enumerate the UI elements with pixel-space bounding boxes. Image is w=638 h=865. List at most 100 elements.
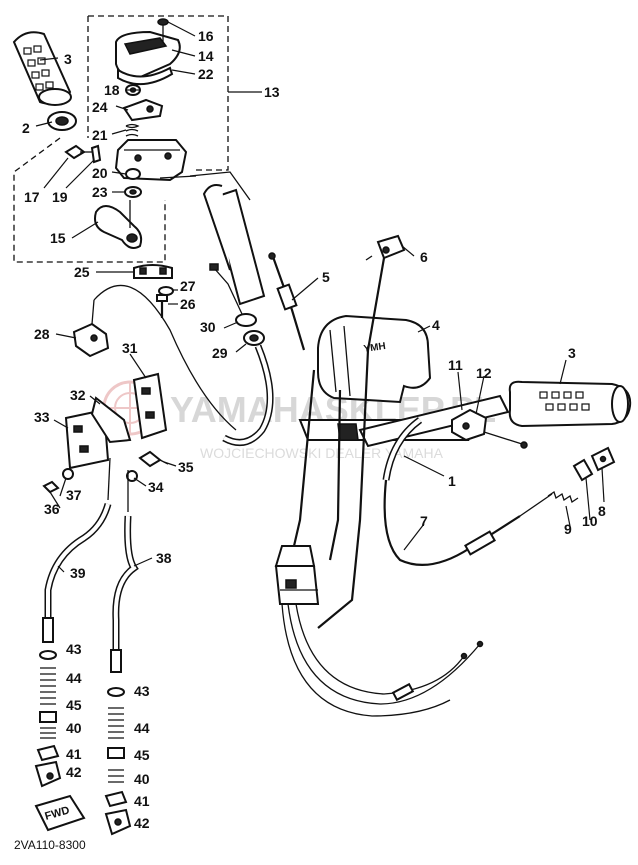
callout-11: 11 [448, 357, 463, 373]
washer-27 [158, 286, 174, 296]
callout-45-right: 45 [134, 747, 150, 763]
clamp-25 [133, 264, 173, 279]
callout-3-right: 3 [568, 345, 576, 361]
wire-28 [93, 284, 237, 431]
callout-25: 25 [74, 264, 90, 280]
bracket-32 [90, 396, 132, 444]
callout-19: 19 [52, 189, 68, 205]
callout-35: 35 [178, 459, 194, 475]
plate-33 [64, 408, 110, 470]
adjuster-29 [243, 330, 265, 346]
callout-4: 4 [432, 317, 440, 333]
cable-39 [42, 457, 112, 643]
throttle-housing [451, 408, 528, 449]
callout-29: 29 [212, 345, 228, 361]
nut-20 [125, 168, 141, 180]
callout-26: 26 [180, 296, 196, 312]
left-stack [34, 650, 62, 788]
callout-30: 30 [200, 319, 216, 335]
callout-32: 32 [70, 387, 86, 403]
callout-44-right: 44 [134, 720, 150, 736]
cap-8 [590, 446, 616, 472]
leader-lines [35, 21, 605, 573]
grip-collar [47, 111, 77, 131]
callout-1: 1 [448, 473, 456, 489]
choke-cable [317, 234, 406, 629]
callout-8: 8 [598, 503, 606, 519]
callout-28: 28 [34, 326, 50, 342]
bracket-24 [122, 98, 164, 122]
callout-21: 21 [92, 127, 108, 143]
callout-40-left: 40 [66, 720, 82, 736]
callout-45-left: 45 [66, 697, 82, 713]
throttle-lever [94, 200, 143, 249]
screw-17 [64, 144, 94, 160]
callout-41-left: 41 [66, 746, 82, 762]
handlebar-tube [298, 394, 510, 448]
callout-13: 13 [264, 84, 280, 100]
callout-38: 38 [156, 550, 172, 566]
adjuster-30 [209, 263, 257, 327]
callout-6: 6 [420, 249, 428, 265]
callout-3-left: 3 [64, 51, 72, 67]
callout-22: 22 [198, 66, 214, 82]
callout-43-left: 43 [66, 641, 82, 657]
handlebar-cover: YMH [317, 314, 432, 404]
drawing-code: 2VA110-8300 [14, 838, 86, 852]
lower-cables [281, 603, 484, 717]
callout-2: 2 [22, 120, 30, 136]
junction-box [274, 369, 342, 605]
callout-31: 31 [122, 340, 138, 356]
callout-14: 14 [198, 48, 214, 64]
handlebar [159, 171, 266, 306]
callout-7: 7 [420, 513, 428, 529]
callout-15: 15 [50, 230, 66, 246]
lever-28 [72, 299, 110, 358]
callout-23: 23 [92, 184, 108, 200]
cable-1 [382, 417, 423, 481]
callout-12: 12 [476, 365, 492, 381]
cable-5 [268, 252, 306, 351]
left-grip [12, 31, 72, 106]
bolt-26 [156, 294, 168, 318]
callout-9: 9 [564, 521, 572, 537]
screw-35 [138, 450, 169, 468]
callout-16: 16 [198, 28, 214, 44]
right-grip [508, 380, 632, 428]
callout-44-left: 44 [66, 670, 82, 686]
assembly-13-outline [13, 15, 262, 263]
callout-41-right: 41 [134, 793, 150, 809]
throttle-cable [383, 479, 553, 566]
watermark-sub: WOJCIECHOWSKI DEALER YAMAHA [200, 445, 444, 461]
callout-17: 17 [24, 189, 40, 205]
callout-20: 20 [92, 165, 108, 181]
callout-24: 24 [92, 99, 108, 115]
callout-43-right: 43 [134, 683, 150, 699]
callout-33: 33 [34, 409, 50, 425]
fwd-badge: FWD [34, 794, 86, 832]
cable-29-loop [222, 344, 274, 446]
cable-38 [110, 470, 139, 673]
callout-42-right: 42 [134, 815, 150, 831]
callout-40-right: 40 [134, 771, 150, 787]
callout-5: 5 [322, 269, 330, 285]
spring-9 [547, 490, 579, 504]
screw-36 [42, 480, 60, 494]
switch-cover [115, 18, 181, 85]
washer-37 [62, 468, 74, 480]
callout-10: 10 [582, 513, 598, 529]
callout-37: 37 [66, 487, 82, 503]
callouts: 1 2 3 3 4 5 6 7 8 9 10 11 12 13 14 15 16… [22, 28, 606, 831]
bushing-10 [572, 458, 594, 482]
callout-18: 18 [104, 82, 120, 98]
right-stack [104, 687, 132, 836]
switch-block-31 [132, 372, 168, 440]
callout-39: 39 [70, 565, 86, 581]
spring-21 [125, 123, 140, 137]
callout-42-left: 42 [66, 764, 82, 780]
callout-27: 27 [180, 278, 196, 294]
callout-34: 34 [148, 479, 164, 495]
washer-23 [124, 186, 142, 198]
clip-19 [90, 144, 102, 164]
